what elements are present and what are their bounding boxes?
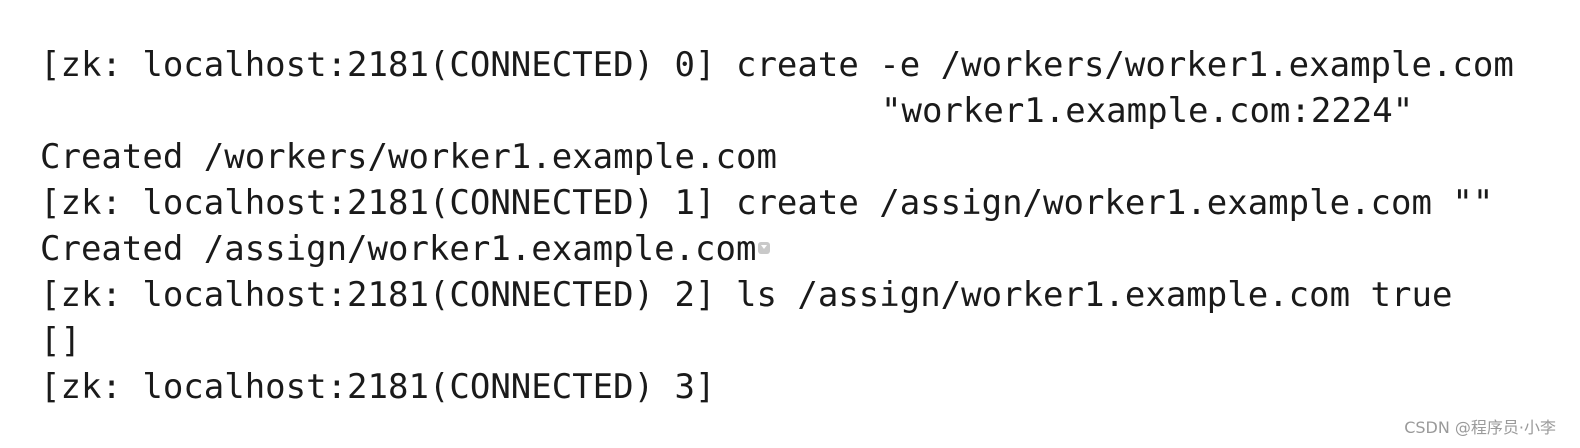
terminal-line-command: [zk: localhost:2181(CONNECTED) 1] create…: [40, 183, 1494, 223]
terminal-output: [zk: localhost:2181(CONNECTED) 0] create…: [40, 42, 1540, 422]
terminal-line-command: [zk: localhost:2181(CONNECTED) 2] ls /as…: [40, 275, 1453, 315]
terminal-line-continuation: "worker1.example.com:2224": [881, 91, 1414, 131]
terminal-line-command: [zk: localhost:2181(CONNECTED) 0] create…: [40, 45, 1514, 85]
terminal-line-output: []: [40, 321, 81, 361]
terminal-line-prompt: [zk: localhost:2181(CONNECTED) 3]: [40, 367, 716, 407]
dropdown-marker-icon: [758, 242, 771, 254]
terminal-line-output-with-marker: Created /assign/worker1.example.com: [40, 226, 1540, 272]
terminal-line-output: Created /workers/worker1.example.com: [40, 137, 777, 177]
watermark: CSDN @程序员·小李: [1404, 418, 1556, 437]
terminal-line-output: Created /assign/worker1.example.com: [40, 229, 757, 269]
